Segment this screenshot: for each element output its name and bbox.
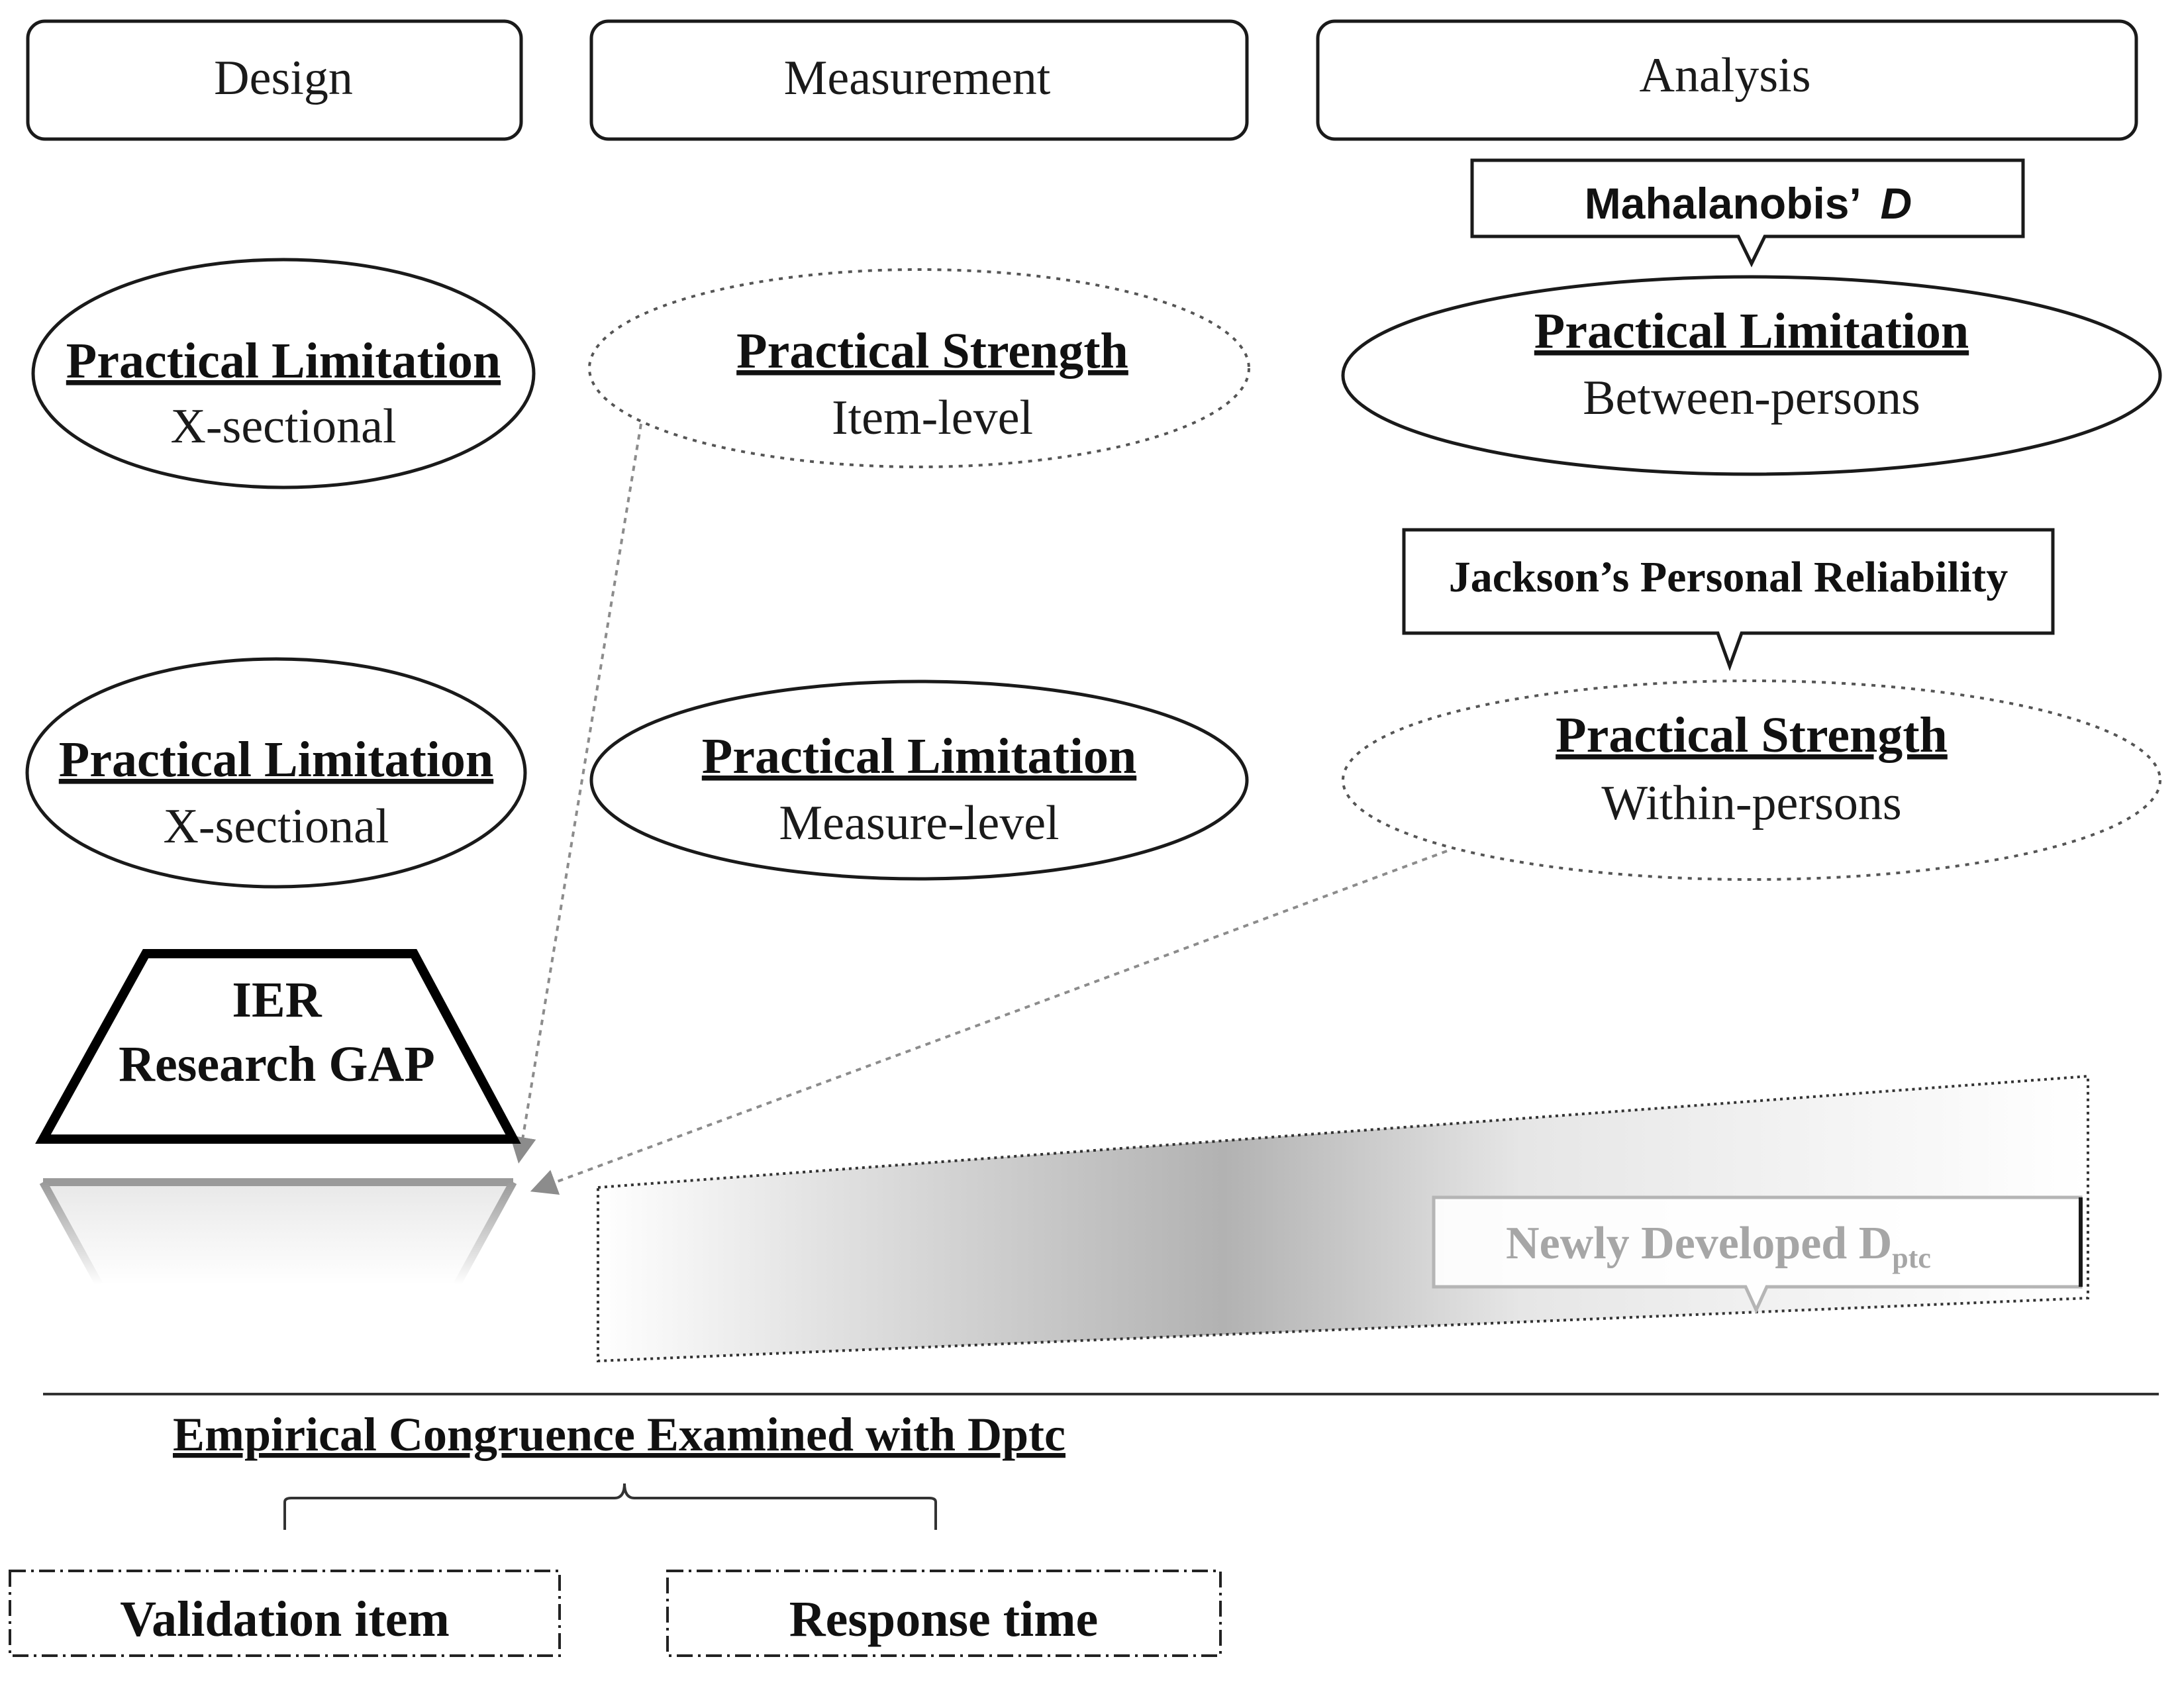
- column-header-design-label: Design: [214, 51, 353, 105]
- column-header-analysis-label: Analysis: [1640, 48, 1811, 103]
- mahalanobis-d: D: [1881, 179, 1912, 228]
- research-gap-line1: IER: [232, 972, 322, 1028]
- connector-analysis-to-gap: [530, 850, 1448, 1195]
- mahalanobis-callout: Mahalanobis’ D: [1470, 158, 2025, 268]
- empirical-title: Empirical Congruence Examined with Dptc: [173, 1408, 1065, 1461]
- mahalanobis-label: Mahalanobis’: [1585, 179, 1859, 228]
- analysis-strength-node: Practical Strength Within-persons: [1342, 679, 2161, 881]
- response-time-box: Response time: [666, 1570, 1222, 1657]
- newly-developed-label: Newly Developed D: [1506, 1218, 1892, 1269]
- column-header-measurement: Measurement: [589, 19, 1249, 141]
- analysis-strength-node-subtitle: Within-persons: [1601, 776, 1901, 830]
- dptc-ribbon: [597, 1074, 2089, 1363]
- measurement-strength-node-title: Practical Strength: [736, 323, 1128, 379]
- analysis-limitation-node-title: Practical Limitation: [1534, 303, 1969, 359]
- response-time-label: Response time: [789, 1591, 1099, 1647]
- measurement-strength-node-subtitle: Item-level: [832, 391, 1033, 445]
- design-limitation-node-2-title: Practical Limitation: [59, 732, 493, 787]
- connector-measurement-to-gap: [509, 423, 642, 1164]
- jackson-callout: Jackson’s Personal Reliability: [1402, 528, 2055, 672]
- measurement-strength-node: Practical Strength Item-level: [588, 268, 1250, 468]
- column-header-analysis: Analysis: [1316, 19, 2138, 141]
- measurement-limitation-node: Practical Limitation Measure-level: [589, 679, 1249, 881]
- research-gap-line2: Research GAP: [119, 1036, 435, 1092]
- column-header-design: Design: [26, 19, 523, 141]
- design-limitation-node-1-subtitle: X-sectional: [170, 399, 396, 454]
- research-gap-shape: IER Research GAP: [35, 949, 521, 1144]
- svg-text:Mahalanobis’ D: Mahalanobis’ D: [1585, 179, 1912, 228]
- svg-text:Newly Developed Dptc: Newly Developed Dptc: [1506, 1218, 1931, 1274]
- design-limitation-node-1-title: Practical Limitation: [66, 333, 501, 389]
- analysis-limitation-node: Practical Limitation Between-persons: [1341, 275, 2162, 476]
- validation-item-box: Validation item: [9, 1570, 561, 1657]
- newly-developed-callout: Newly Developed Dptc: [1432, 1195, 2083, 1315]
- validation-item-label: Validation item: [120, 1591, 450, 1647]
- analysis-strength-node-title: Practical Strength: [1556, 707, 1948, 763]
- column-header-measurement-label: Measurement: [784, 51, 1051, 105]
- connector-arrows: [509, 423, 1448, 1195]
- design-limitation-node-2-subtitle: X-sectional: [163, 799, 389, 854]
- design-limitation-node-1: Practical Limitation X-sectional: [31, 258, 536, 489]
- newly-developed-subscript: ptc: [1892, 1242, 1931, 1274]
- research-gap-reflection: [39, 1178, 517, 1287]
- measurement-limitation-node-subtitle: Measure-level: [779, 796, 1059, 850]
- analysis-limitation-node-subtitle: Between-persons: [1583, 371, 1920, 425]
- empirical-brace: [283, 1483, 937, 1530]
- design-limitation-node-2: Practical Limitation X-sectional: [25, 657, 527, 889]
- jackson-label: Jackson’s Personal Reliability: [1449, 553, 2008, 601]
- measurement-limitation-node-title: Practical Limitation: [702, 728, 1136, 784]
